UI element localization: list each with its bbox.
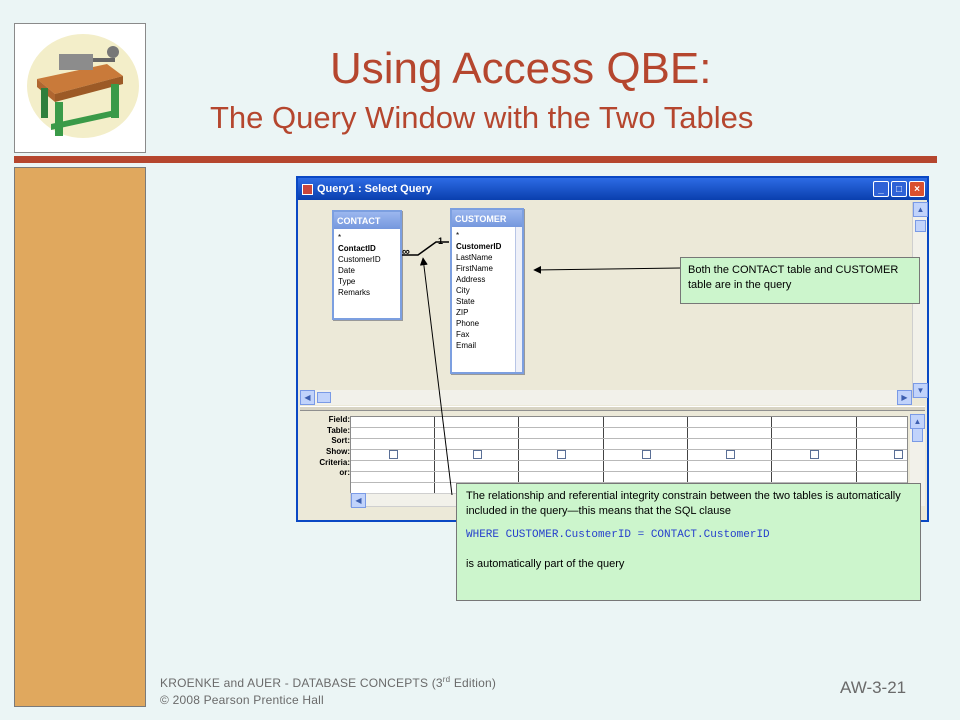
customer-field[interactable]: * [456,231,460,240]
grid-column[interactable] [435,417,519,506]
callout-bottom-text: The relationship and referential integri… [466,490,901,517]
scroll-down-arrow-icon[interactable]: ▼ [913,383,928,398]
contact-field[interactable]: CustomerID [338,255,381,264]
footer-edition: Edition) [450,676,497,690]
contact-field[interactable]: ContactID [338,244,376,253]
slide-number: AW-3-21 [840,678,907,697]
contact-table[interactable]: CONTACT * ContactID CustomerID Date Type… [332,210,402,320]
row-label: or: [339,468,350,478]
row-label: Table: [327,425,350,435]
row-label: Sort: [331,436,350,446]
grid-row-line [351,427,907,428]
slide-footer: KROENKE and AUER - DATABASE CONCEPTS (3r… [160,671,496,709]
customer-field[interactable]: State [456,297,475,306]
qbe-row-labels: Field: Table: Sort: Show: Criteria: or: [300,414,350,478]
one-side-label: 1 [438,236,444,246]
grid-column[interactable] [519,417,604,506]
customer-field[interactable]: Phone [456,319,480,328]
show-checkbox[interactable] [557,450,566,459]
window-controls: _ □ × [873,181,925,197]
customer-table-scrollbar[interactable] [515,227,522,372]
slide-title: Using Access QBE: [330,44,712,93]
contact-table-title[interactable]: CONTACT [334,212,400,229]
grid-column[interactable] [772,417,857,506]
query-window: Query1 : Select Query _ □ × ▲ ▼ ◀ ▶ CONT… [296,176,929,522]
slide-subtitle: The Query Window with the Two Tables [210,100,754,135]
scroll-thumb[interactable] [915,220,926,232]
footer-copyright: © 2008 Pearson Prentice Hall [160,693,324,707]
footer-edition-sup: rd [442,675,451,684]
customer-field[interactable]: City [456,286,470,295]
callout-bottom-text-end: is automatically part of the query [466,557,625,570]
callout-top-text: Both the CONTACT table and CUSTOMER tabl… [688,264,899,291]
decorative-sidebar [14,167,146,707]
scroll-left-arrow-icon[interactable]: ◀ [300,390,315,405]
close-button[interactable]: × [909,181,925,197]
customer-table[interactable]: CUSTOMER * CustomerID LastName FirstName… [450,208,524,374]
table-pane-hscrollbar[interactable]: ◀ ▶ [300,390,912,405]
show-checkbox[interactable] [642,450,651,459]
access-app-icon [302,183,313,195]
row-label: Show: [326,447,350,457]
grid-column[interactable] [604,417,688,506]
customer-field[interactable]: CustomerID [456,242,502,251]
contact-field[interactable]: * [338,233,342,242]
grid-scroll-thumb[interactable] [912,428,923,442]
callout-sql-clause: WHERE CUSTOMER.CustomerID = CONTACT.Cust… [466,529,770,541]
customer-field[interactable]: FirstName [456,264,493,273]
many-side-label: ∞ [402,246,410,258]
customer-field[interactable]: LastName [456,253,493,262]
hscroll-thumb[interactable] [317,392,331,403]
customer-field[interactable]: Address [456,275,486,284]
pane-splitter[interactable] [300,406,925,411]
contact-field[interactable]: Date [338,266,355,275]
callout-relationship: The relationship and referential integri… [456,483,921,601]
scroll-up-arrow-icon[interactable]: ▲ [913,202,928,217]
customer-field[interactable]: Email [456,341,477,350]
slide-logo-frame [14,23,146,153]
row-label: Field: [328,415,350,424]
footer-book: KROENKE and AUER - DATABASE CONCEPTS (3 [160,676,443,690]
show-checkbox[interactable] [389,450,398,459]
grid-row-line [351,460,907,461]
grid-scroll-up-arrow-icon[interactable]: ▲ [910,414,925,429]
contact-field[interactable]: Type [338,277,356,286]
contact-field[interactable]: Remarks [338,288,371,297]
workbench-icon [27,34,139,138]
row-label: Criteria: [319,457,350,467]
customer-field[interactable]: Fax [456,330,470,339]
window-title: Query1 : Select Query [317,183,432,195]
show-checkbox[interactable] [894,450,903,459]
grid-column[interactable] [688,417,772,506]
show-checkbox[interactable] [473,450,482,459]
grid-row-line [351,482,907,483]
grid-row-line [351,449,907,450]
grid-hscrollbar[interactable]: ◀ [350,493,460,508]
maximize-button[interactable]: □ [891,181,907,197]
customer-table-title[interactable]: CUSTOMER [452,210,522,227]
show-checkbox[interactable] [810,450,819,459]
scroll-right-arrow-icon[interactable]: ▶ [897,390,912,405]
title-divider [14,156,937,163]
callout-tables-in-query: Both the CONTACT table and CUSTOMER tabl… [680,257,920,304]
show-checkbox[interactable] [726,450,735,459]
grid-row-line [351,438,907,439]
window-titlebar[interactable]: Query1 : Select Query _ □ × [298,178,927,200]
grid-scroll-left-arrow-icon[interactable]: ◀ [351,493,366,508]
grid-row-line [351,471,907,472]
customer-field[interactable]: ZIP [456,308,469,317]
minimize-button[interactable]: _ [873,181,889,197]
